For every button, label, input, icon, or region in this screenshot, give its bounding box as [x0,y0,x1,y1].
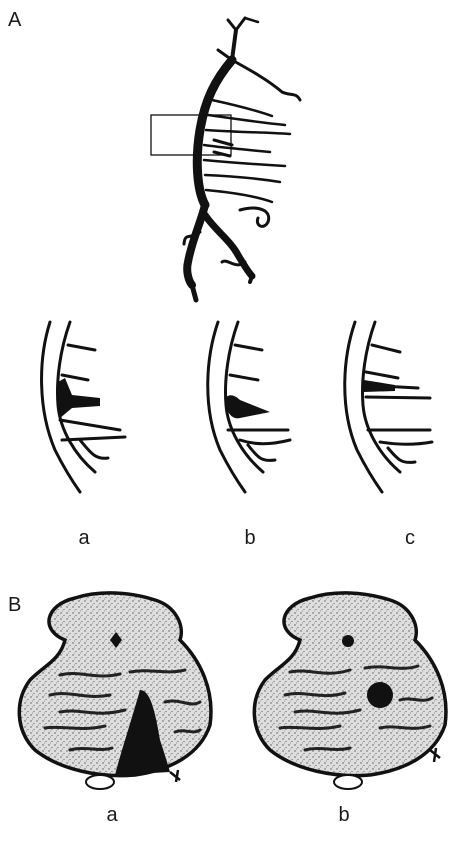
detail-b-lesion [226,395,270,418]
detail-a-lesion [58,378,100,418]
panel-b-label: B [8,595,21,615]
cross-section-a [19,593,211,789]
cross-section-b [254,593,446,789]
cross-section-b-lesion [367,682,393,708]
panel-a-label: A [8,10,21,30]
vessel-overview-drawing [184,18,300,300]
zoom-box [151,115,231,155]
detail-a-label: a [78,528,89,548]
cross-section-a-outline [19,593,211,776]
detail-c-label: c [405,528,415,548]
detail-c-lesion [364,380,395,392]
detail-b-label: b [244,528,255,548]
detail-c-drawing [345,322,432,492]
cross-section-b-label: b [338,805,349,825]
cross-section-a-label: a [106,805,117,825]
